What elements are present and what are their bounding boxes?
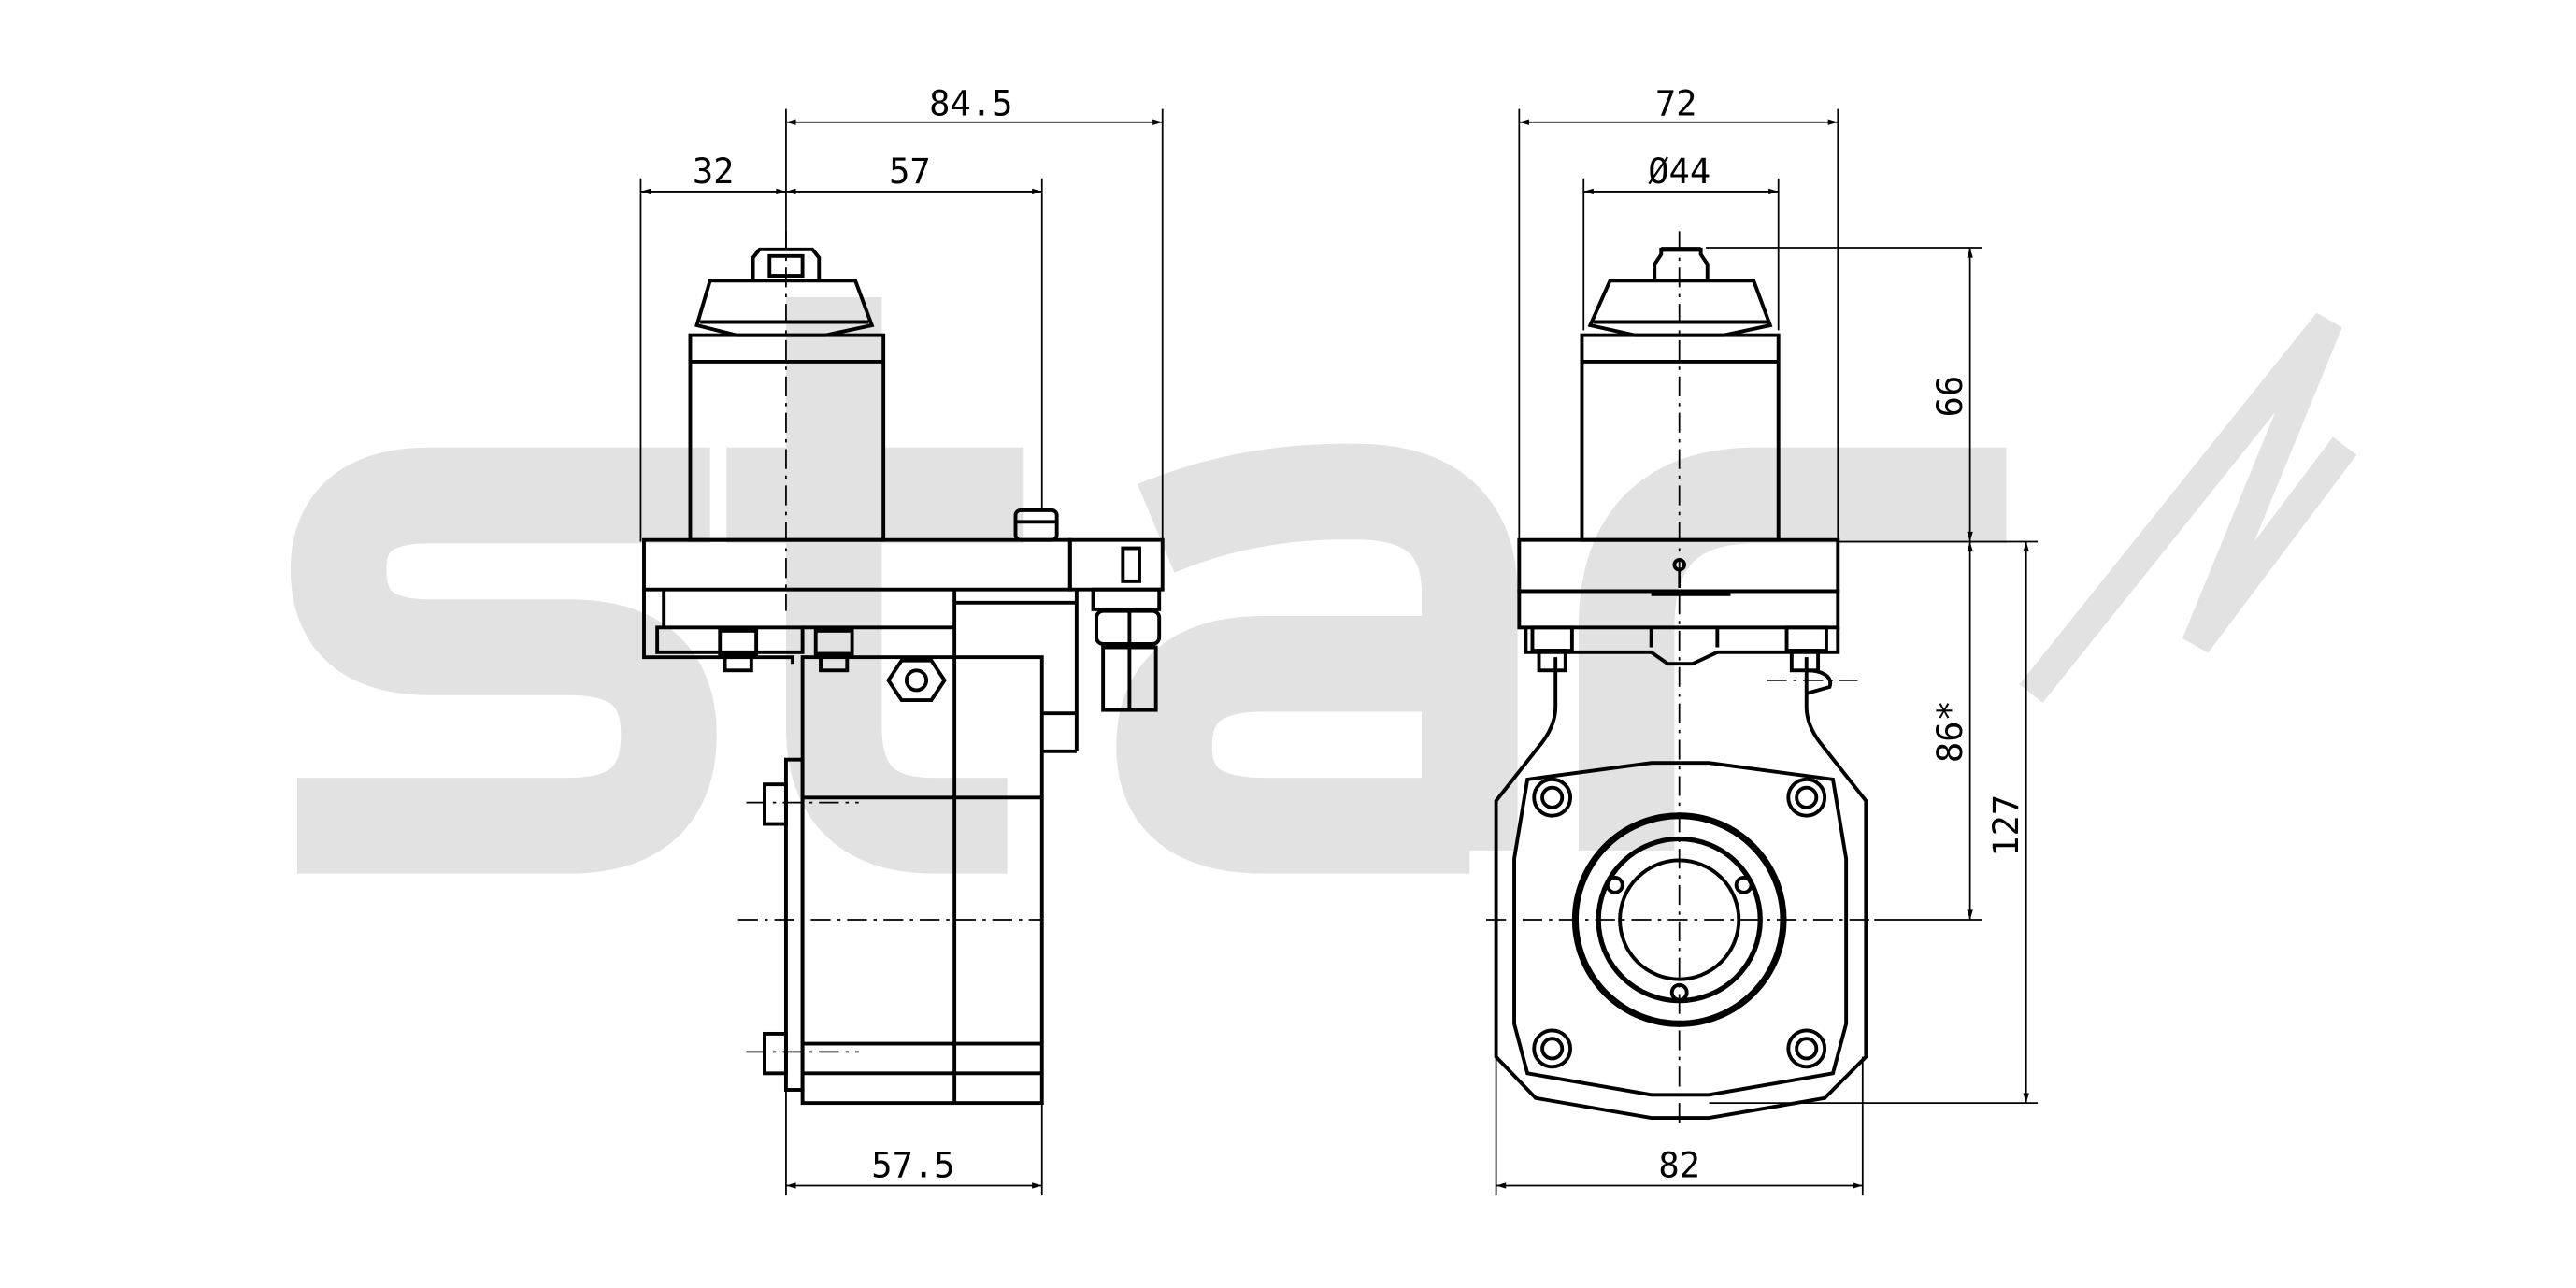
dim-label-32: 32 [693, 151, 735, 192]
dim-label-66: 66 [1930, 376, 1970, 418]
dim-label-86: 86* [1930, 700, 1970, 763]
mounting-screws [1532, 777, 1827, 1069]
hex-nut [886, 658, 947, 703]
dim-label-72: 72 [1655, 84, 1697, 124]
star-logo-watermark [290, 297, 2357, 874]
dim-label-57: 57 [889, 151, 931, 192]
housing-outline [1494, 657, 1868, 1120]
dim-label-84-5: 84.5 [929, 84, 1012, 124]
dim-label-57-5: 57.5 [871, 1146, 954, 1186]
side-view: 84.5 32 57 57.5 [639, 84, 1165, 1196]
dim-label-82: 82 [1658, 1146, 1700, 1186]
dim-label-diameter-44: Ø44 [1648, 151, 1710, 192]
front-view: 72 Ø44 66 86* 127 82 [1486, 84, 2039, 1196]
dim-label-127: 127 [1986, 794, 2026, 857]
